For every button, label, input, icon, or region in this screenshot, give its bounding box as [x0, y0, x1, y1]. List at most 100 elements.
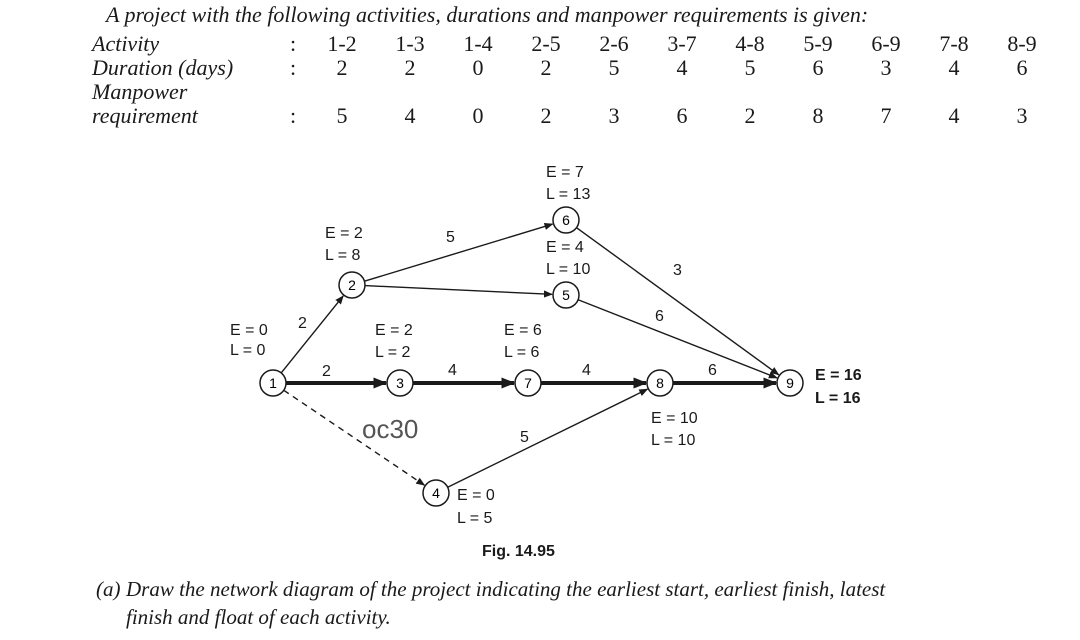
activity-cell: 1-4: [463, 31, 493, 56]
edge-duration-label: 4: [448, 362, 457, 379]
edge-duration-label: 3: [673, 262, 682, 279]
duration-cell: 2: [404, 55, 416, 80]
requirement-label: requirement: [92, 103, 198, 128]
manpower-cell: 0: [472, 103, 484, 128]
activity-cell: 7-8: [939, 31, 969, 56]
node-earliest-time: E = 2: [375, 322, 413, 339]
node-earliest-time: E = 6: [504, 322, 542, 339]
activity-cell: 2-5: [531, 31, 561, 56]
node-latest-time: L = 16: [815, 390, 861, 407]
edge-duration-label: 5: [520, 429, 529, 446]
activity-cell: 1-3: [395, 31, 425, 56]
activity-cell: 3-7: [667, 31, 697, 56]
question: (a)Draw the network diagram of the proje…: [96, 575, 885, 631]
duration-cell: 5: [608, 55, 620, 80]
activity-table: Activity : 1-2 1-3 1-4 2-5 2-6 3-7 4-8 5…: [92, 32, 1056, 128]
node-latest-time: L = 13: [546, 186, 590, 203]
question-line-2: finish and float of each activity.: [126, 605, 391, 629]
node-latest-time: L = 10: [546, 261, 590, 278]
activity-label: Activity: [92, 31, 160, 56]
duration-cell: 6: [1016, 55, 1028, 80]
edge-duration-label: 6: [655, 308, 664, 325]
watermark: oc30: [362, 414, 418, 444]
node-latest-time: L = 6: [504, 344, 540, 361]
node-number: 6: [562, 212, 570, 228]
edge-1-2: [280, 295, 344, 374]
node-latest-time: L = 5: [457, 510, 493, 527]
node-latest-time: L = 2: [375, 344, 411, 361]
manpower-cell: 4: [404, 103, 416, 128]
colon: :: [289, 31, 297, 56]
manpower-label-row: Manpower: [92, 80, 1056, 104]
duration-cell: 2: [336, 55, 348, 80]
edge-4-8: [447, 388, 649, 488]
duration-cell: 4: [948, 55, 960, 80]
node-circle-5: [552, 281, 580, 309]
node-earliest-time: E = 16: [815, 367, 862, 384]
duration-label: Duration (days): [92, 55, 234, 80]
node-earliest-time: E = 2: [325, 225, 363, 242]
manpower-cell: 2: [540, 103, 552, 128]
edge-6-9: [576, 227, 780, 376]
edge-duration-label: 4: [582, 362, 591, 379]
node-number: 5: [562, 287, 570, 303]
node-labels-layer: E = 0 L = 0 E = 2 L = 8 E = 2 L = 2 E = 0 L = 5…: [230, 164, 862, 527]
node-circle-3: [386, 369, 414, 397]
edge-duration-label: 2: [322, 363, 331, 380]
node-circle-6: [552, 206, 580, 234]
duration-cell: 5: [744, 55, 756, 80]
manpower-cell: 3: [1016, 103, 1028, 128]
node-number: 4: [432, 485, 440, 501]
duration-cell: 4: [676, 55, 688, 80]
node-earliest-time: E = 7: [546, 164, 584, 181]
activity-cell: 2-6: [599, 31, 629, 56]
question-tag: (a): [96, 577, 121, 601]
manpower-cell: 6: [676, 103, 688, 128]
manpower-cell: 3: [608, 103, 620, 128]
edge-5-9: [577, 299, 778, 379]
duration-cell: 0: [472, 55, 484, 80]
colon: :: [289, 103, 297, 128]
manpower-cell: 2: [744, 103, 756, 128]
manpower-cell: 4: [948, 103, 960, 128]
duration-cell: 6: [812, 55, 824, 80]
node-latest-time: L = 10: [651, 432, 695, 449]
node-latest-time: L = 8: [325, 247, 361, 264]
node-circle-9: [776, 369, 804, 397]
duration-cell: 3: [880, 55, 892, 80]
node-latest-time: L = 0: [230, 342, 266, 359]
duration-row: Duration (days) : 2 2 0 2 5 4 5 6 3 4 6: [92, 56, 1056, 80]
node-earliest-time: E = 4: [546, 239, 584, 256]
manpower-cell: 7: [880, 103, 892, 128]
activity-cell: 8-9: [1007, 31, 1037, 56]
node-circle-1: [259, 369, 287, 397]
edge-duration-label: 6: [708, 362, 717, 379]
manpower-label: Manpower: [92, 79, 188, 104]
node-number: 2: [348, 277, 356, 293]
activity-row: Activity : 1-2 1-3 1-4 2-5 2-6 3-7 4-8 5…: [92, 32, 1056, 56]
activity-cell: 6-9: [871, 31, 901, 56]
node-circle-2: [338, 271, 366, 299]
manpower-cell: 5: [336, 103, 348, 128]
activity-cell: 1-2: [327, 31, 357, 56]
duration-cell: 2: [540, 55, 552, 80]
node-number: 8: [656, 375, 664, 391]
node-earliest-time: E = 0: [230, 322, 268, 339]
edge-duration-label: 5: [446, 229, 455, 246]
edge-2-5: [364, 284, 553, 298]
colon: :: [289, 55, 297, 80]
activity-cell: 5-9: [803, 31, 833, 56]
intro-text: A project with the following activities,…: [106, 2, 869, 27]
manpower-cell: 8: [812, 103, 824, 128]
node-earliest-time: E = 0: [457, 487, 495, 504]
node-number: 9: [786, 375, 794, 391]
question-line-1: Draw the network diagram of the project …: [126, 577, 886, 601]
activity-cell: 4-8: [735, 31, 765, 56]
figure-caption: Fig. 14.95: [482, 543, 555, 560]
edges-layer: 2 2 5 4 5 6 3 4 6: [280, 222, 780, 488]
node-number: 1: [269, 375, 277, 391]
node-number: 3: [396, 375, 404, 391]
node-circle-4: [422, 479, 450, 507]
